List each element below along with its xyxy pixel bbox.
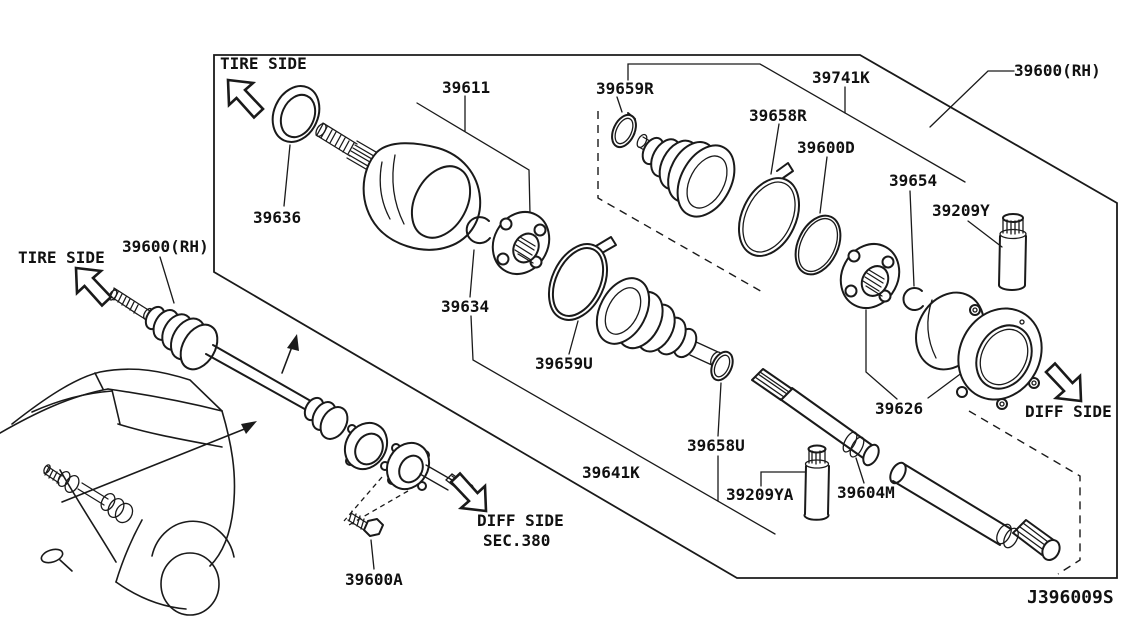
part-39626-joint-housing-drawing [915, 291, 1043, 410]
part-39209y-grease-tube-drawing [998, 213, 1027, 291]
diff-side-arrow-right [1044, 361, 1083, 403]
part-label-39600d: 39600D [797, 138, 855, 157]
sec-380-reference: SEC.380 [483, 531, 551, 550]
part-39636-ring-drawing [271, 85, 321, 143]
part-39658u-boot-band-drawing [710, 350, 734, 382]
car-sketch [0, 368, 236, 616]
diagram-code: J396009S [1027, 587, 1114, 608]
part-39658r-boot-band-drawing [738, 162, 800, 257]
part-label-39600rh-top: 39600(RH) [1014, 61, 1101, 80]
part-kit-boot-drawing [636, 133, 736, 218]
part-39604m-shaft-drawing [751, 368, 880, 467]
part-label-39600a: 39600A [345, 570, 403, 589]
tire-side-arrow-left [74, 266, 113, 308]
part-39634-snap-ring-drawing [465, 216, 491, 245]
part-label-39600rh-left: 39600(RH) [122, 237, 209, 256]
part-label-39634: 39634 [441, 297, 490, 316]
shaft-rear-section-drawing [889, 461, 1061, 562]
part-39209ya-grease-tube-drawing [803, 444, 830, 521]
part-inner-boot-drawing [595, 277, 722, 367]
part-label-39209ya: 39209YA [726, 485, 794, 504]
part-label-39658r: 39658R [749, 106, 807, 125]
part-39659r-boot-band-drawing [611, 112, 637, 149]
assembled-driveshaft-drawing [108, 287, 390, 471]
diagram-border [213, 54, 1118, 579]
axle-location-marker [43, 464, 134, 524]
part-label-39659u: 39659U [535, 354, 593, 373]
leader-lines [159, 63, 1015, 570]
part-label-39654: 39654 [889, 171, 938, 190]
tire-side-label-left: TIRE SIDE [18, 248, 105, 267]
part-label-39741k: 39741K [812, 68, 870, 87]
part-39611-ball-cage-drawing [491, 211, 551, 275]
diff-side-label-right: DIFF SIDE [1025, 402, 1112, 421]
diff-side-label-bottom: DIFF SIDE [477, 511, 564, 530]
part-39654-snap-ring-drawing [902, 287, 924, 312]
diff-side-arrow-bottom [449, 471, 488, 513]
tire-side-label-top: TIRE SIDE [220, 54, 307, 73]
part-label-39611: 39611 [442, 78, 491, 97]
part-39600a-bolt-drawing [347, 510, 384, 537]
tire-side-arrow-top [226, 78, 265, 120]
part-kit-ball-cage-drawing [839, 243, 901, 309]
part-label-39636: 39636 [253, 208, 302, 227]
part-label-39626: 39626 [875, 399, 924, 418]
part-39600d-ring-drawing [794, 214, 842, 276]
part-39659u-boot-band-drawing [547, 236, 617, 321]
part-label-39641k: 39641K [582, 463, 640, 482]
part-label-39658u: 39658U [687, 436, 745, 455]
part-label-39659r: 39659R [596, 79, 654, 98]
reference-arrow [281, 334, 299, 374]
part-39611-outer-joint-drawing [315, 122, 482, 251]
part-label-39604m: 39604M [837, 483, 895, 502]
kit-boundary-dashed [597, 111, 1081, 575]
part-label-39209y: 39209Y [932, 201, 990, 220]
location-arrow [61, 421, 257, 503]
